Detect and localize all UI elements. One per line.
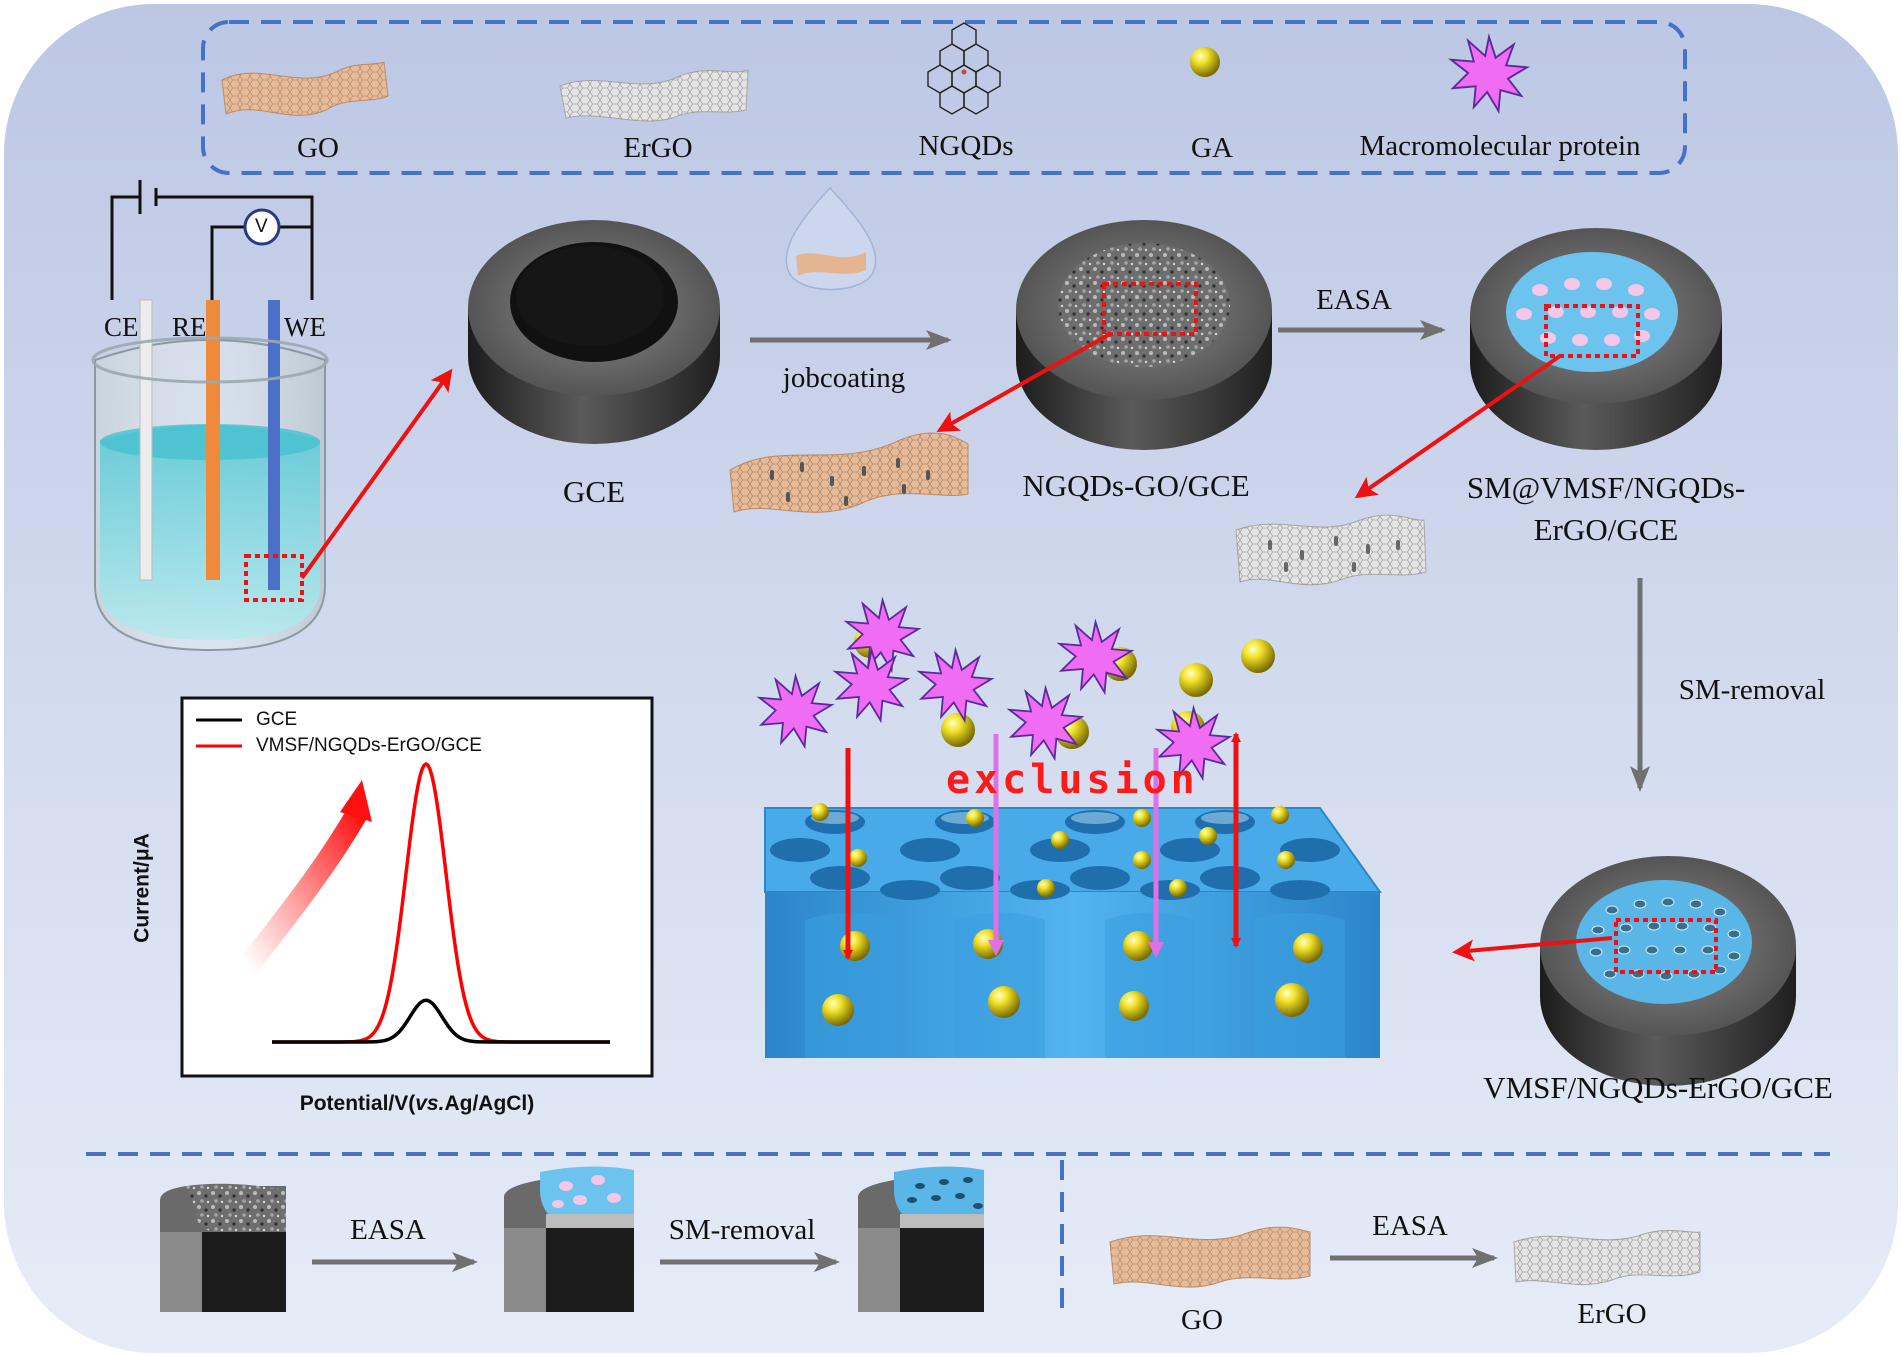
chart-xlabel-part1: Potential/V( — [299, 1092, 416, 1115]
protein-icon — [1447, 33, 1530, 114]
ngqds-go-gce-label: NGQDs-GO/GCE — [1022, 468, 1250, 503]
voltmeter-icon — [243, 208, 281, 246]
reference-electrode — [206, 300, 220, 580]
ergo-sheet-icon — [559, 69, 749, 122]
exclusion-arrows — [843, 732, 1241, 960]
legend-ergo-label: ErGO — [623, 132, 693, 164]
legend-ga-label: GA — [1191, 132, 1233, 164]
voltmeter-label: V — [255, 216, 268, 237]
bottom-easa-label-left: EASA — [350, 1214, 426, 1246]
counter-electrode — [139, 299, 153, 581]
go-sheet-icon — [221, 61, 389, 116]
bottom-go-label: GO — [1181, 1304, 1223, 1336]
sm-vmsf-label-line1: SM@VMSF/NGQDs- — [1466, 470, 1746, 505]
dpv-chart — [180, 696, 654, 1078]
bottom-ergo-label: ErGO — [1577, 1298, 1647, 1330]
bottom-ergo-sheet — [1513, 1229, 1701, 1286]
ga-balls-in-pores — [811, 803, 1323, 1026]
cross-section-3 — [858, 1166, 984, 1312]
electrochemical-cell — [91, 180, 453, 652]
chart-frame — [180, 696, 654, 1078]
sm-vmsf-label-line2: ErGO/GCE — [1533, 512, 1679, 547]
vmsf-electrode — [1452, 856, 1796, 1086]
coated-go-sheet — [729, 432, 969, 513]
legend-box — [201, 20, 1687, 175]
sm-vmsf-electrode — [1354, 228, 1722, 499]
vmsf-label: VMSF/NGQDs-ErGO/GCE — [1483, 1070, 1833, 1105]
we-highlight-box — [244, 554, 304, 602]
ngqds-icon — [927, 22, 1001, 115]
exclusion-label: exclusion — [946, 757, 1199, 803]
legend-entry-gce: GCE — [256, 709, 298, 730]
droplet-icon — [785, 186, 877, 291]
gce-electrode — [468, 220, 720, 444]
working-electrode — [268, 300, 280, 590]
chart-xlabel-part2: vs. — [415, 1092, 445, 1115]
increase-arrow-shaft — [237, 801, 369, 977]
we-label: WE — [284, 312, 326, 342]
chart-xlabel-part3: Ag/AgCl) — [444, 1092, 535, 1115]
cross-section-2 — [504, 1166, 634, 1312]
ga-ball-icon — [1190, 47, 1220, 77]
legend-protein-label: Macromolecular protein — [1359, 130, 1641, 162]
sm-removal-label: SM-removal — [1678, 674, 1826, 706]
re-label: RE — [172, 312, 207, 342]
chart-ylabel: Current/μA — [130, 833, 154, 943]
cross-section-1 — [160, 1183, 286, 1312]
increase-arrow-head — [340, 780, 372, 822]
legend-go-label: GO — [297, 132, 339, 164]
easa-label: EASA — [1316, 284, 1392, 316]
legend-entry-vmsf: VMSF/NGQDs-ErGO/GCE — [256, 735, 482, 756]
ergo-sheet-with-dots — [1235, 514, 1427, 586]
red-arrow-to-gce — [300, 368, 453, 580]
ngqds-go-gce-electrode — [936, 220, 1272, 450]
ce-label: CE — [104, 312, 139, 342]
chart-xlabel: Potential/V(vs.Ag/AgCl) — [300, 1093, 535, 1114]
bottom-easa-label-right: EASA — [1372, 1210, 1448, 1242]
gce-label: GCE — [563, 474, 625, 509]
bottom-go-sheet — [1109, 1226, 1311, 1288]
series-line-gce — [272, 998, 610, 1044]
bottom-sm-removal-label: SM-removal — [668, 1214, 816, 1246]
jobcoating-label: jobcoating — [782, 362, 906, 394]
legend-ngqds-label: NGQDs — [918, 130, 1014, 162]
